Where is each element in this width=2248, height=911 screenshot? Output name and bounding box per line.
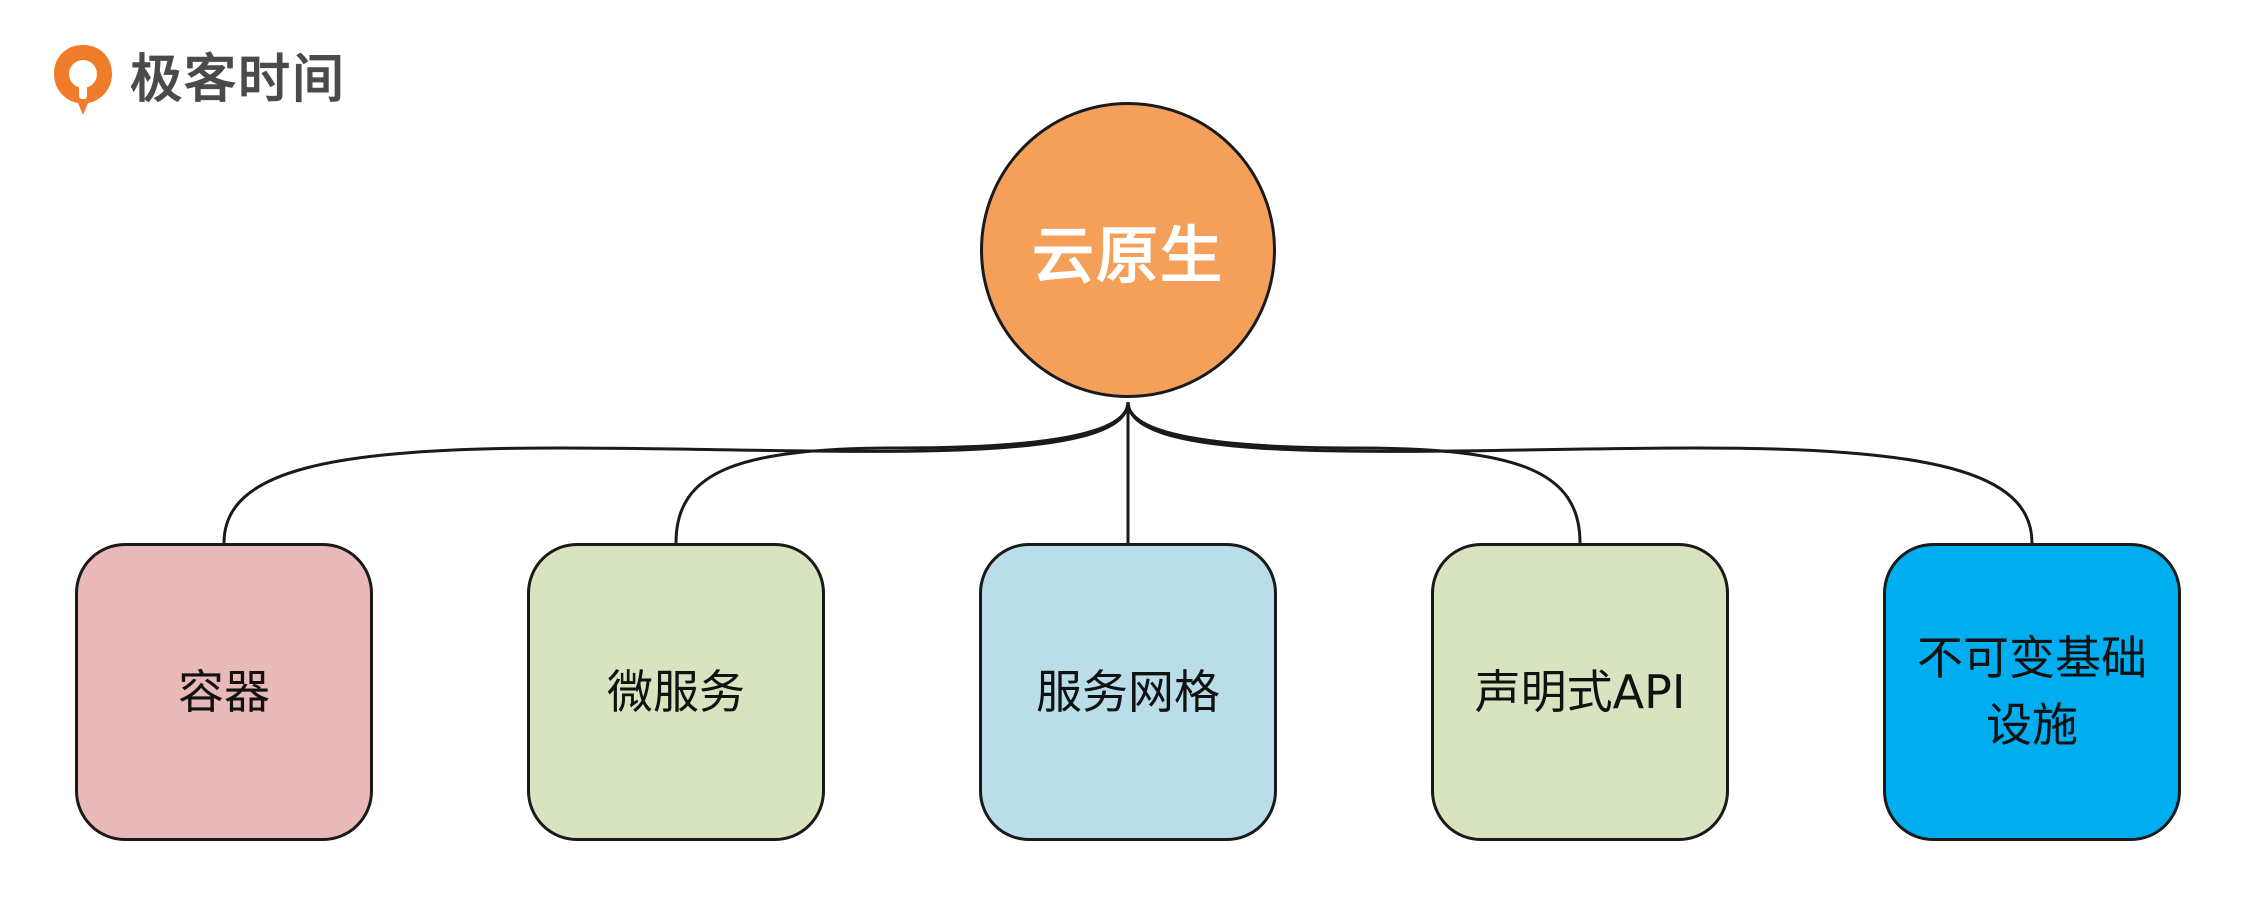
child-node-declarative-api: 声明式API	[1431, 543, 1729, 841]
brand-logo: 极客时间	[50, 40, 346, 120]
child-node-service-mesh: 服务网格	[979, 543, 1277, 841]
child-node-label: 声明式API	[1474, 664, 1686, 719]
root-node-label: 云原生	[1031, 219, 1224, 292]
connector-to-microservices	[674, 401, 1130, 544]
child-node-label: 不可变基础 设施	[1917, 631, 2147, 752]
child-node-immutable-infrastructure: 不可变基础 设施	[1883, 543, 2181, 841]
connector-to-containers	[222, 401, 1130, 544]
connector-to-declarative-api	[1126, 401, 1582, 544]
child-node-label: 服务网格	[1036, 664, 1220, 719]
root-node-cloud-native: 云原生	[980, 102, 1276, 398]
child-node-containers: 容器	[75, 543, 373, 841]
child-node-label: 容器	[178, 664, 270, 719]
child-node-microservices: 微服务	[527, 543, 825, 841]
geektime-logo-icon	[54, 45, 112, 115]
brand-name: 极客时间	[130, 50, 347, 110]
child-node-label: 微服务	[607, 664, 745, 719]
connector-to-immutable-infra	[1126, 401, 2034, 544]
